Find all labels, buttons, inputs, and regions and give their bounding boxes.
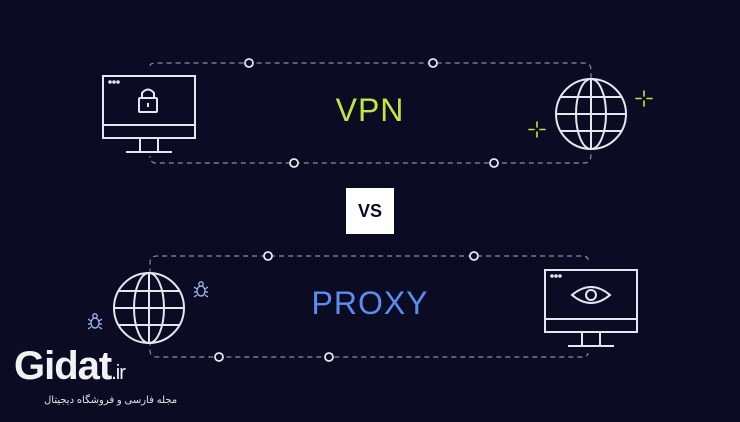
- tunnel-node: [263, 251, 273, 261]
- tunnel-node: [489, 158, 499, 168]
- vpn-tunnel-nodes: [244, 58, 499, 168]
- globe-icon: [113, 272, 185, 344]
- globe-icon: [555, 78, 627, 150]
- tunnel-node: [324, 352, 334, 362]
- watermark-brand: Gidat: [14, 344, 112, 388]
- bug-icon: [193, 281, 209, 298]
- vpn-label: VPN: [335, 92, 405, 128]
- vs-label: VS: [357, 200, 382, 221]
- sparkle-icon: [635, 90, 653, 107]
- monitor-eye-icon: [544, 269, 638, 347]
- vs-badge: VS: [346, 188, 394, 234]
- tunnel-node: [289, 158, 299, 168]
- tunnel-node: [469, 251, 479, 261]
- proxy-tunnel-nodes: [214, 251, 479, 362]
- tunnel-node: [214, 352, 224, 362]
- watermark-logo: Gidat.ir: [14, 344, 126, 389]
- watermark-tagline: مجله فارسی و فروشگاه دیجیتال: [44, 395, 178, 406]
- monitor-lock-icon: [102, 75, 196, 153]
- watermark-tld: .ir: [111, 362, 126, 384]
- sparkle-icon: [528, 121, 546, 138]
- proxy-label: PROXY: [311, 285, 429, 321]
- bug-icon: [87, 313, 103, 330]
- tunnel-node: [244, 58, 254, 68]
- tunnel-node: [428, 58, 438, 68]
